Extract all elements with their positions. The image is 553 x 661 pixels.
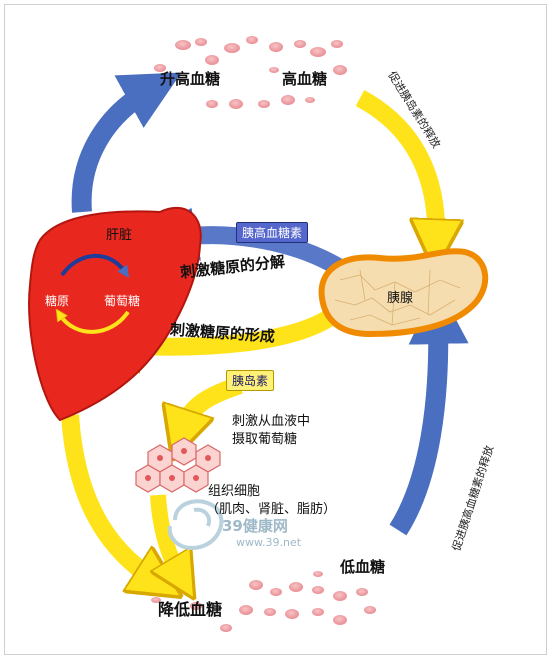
arrow-liver-to-raise — [71, 72, 182, 213]
pancreas-shape — [318, 248, 489, 338]
arrow-tissue-to-lower — [158, 494, 180, 575]
label-tissue-line2: （肌肉、肾脏、脂肪） — [206, 502, 337, 517]
label-liver: 肝脏 — [106, 228, 133, 243]
blood-cells-bottom — [151, 571, 376, 632]
watermark-logo-text: 39健康网 — [222, 517, 288, 535]
label-uptake-line1: 刺激从血液中 — [232, 414, 311, 429]
label-low-glucose: 低血糖 — [340, 558, 386, 576]
label-lower-glucose: 降低血糖 — [158, 600, 223, 619]
watermark-url: www.39.net — [236, 536, 302, 549]
label-glucose: 葡萄糖 — [104, 294, 141, 308]
arrow-liver-to-lower — [61, 414, 155, 580]
cycle-arrow-blue — [60, 253, 130, 278]
watermark-logo-swirl — [167, 499, 224, 551]
label-pancreas: 胰腺 — [387, 291, 414, 306]
label-raise-glucose: 升高血糖 — [160, 70, 221, 88]
tissue-nuclei — [145, 448, 211, 481]
cycle-arrow-yellow — [60, 312, 130, 334]
blood-cells-top — [122, 36, 347, 109]
label-tissue-line1: 组织细胞 — [208, 484, 261, 499]
tag-glucagon: 胰高血糖素 — [236, 222, 309, 243]
liver-shape — [28, 206, 202, 422]
arrow-low-to-pancreas — [389, 284, 469, 536]
label-high-glucose: 高血糖 — [282, 70, 328, 88]
label-uptake-line2: 摄取葡萄糖 — [232, 432, 298, 447]
arrow-high-to-pancreas — [355, 90, 436, 240]
tag-insulin: 胰岛素 — [226, 370, 275, 391]
pancreas-texture — [334, 269, 461, 326]
label-glycogen: 糖原 — [45, 294, 70, 308]
